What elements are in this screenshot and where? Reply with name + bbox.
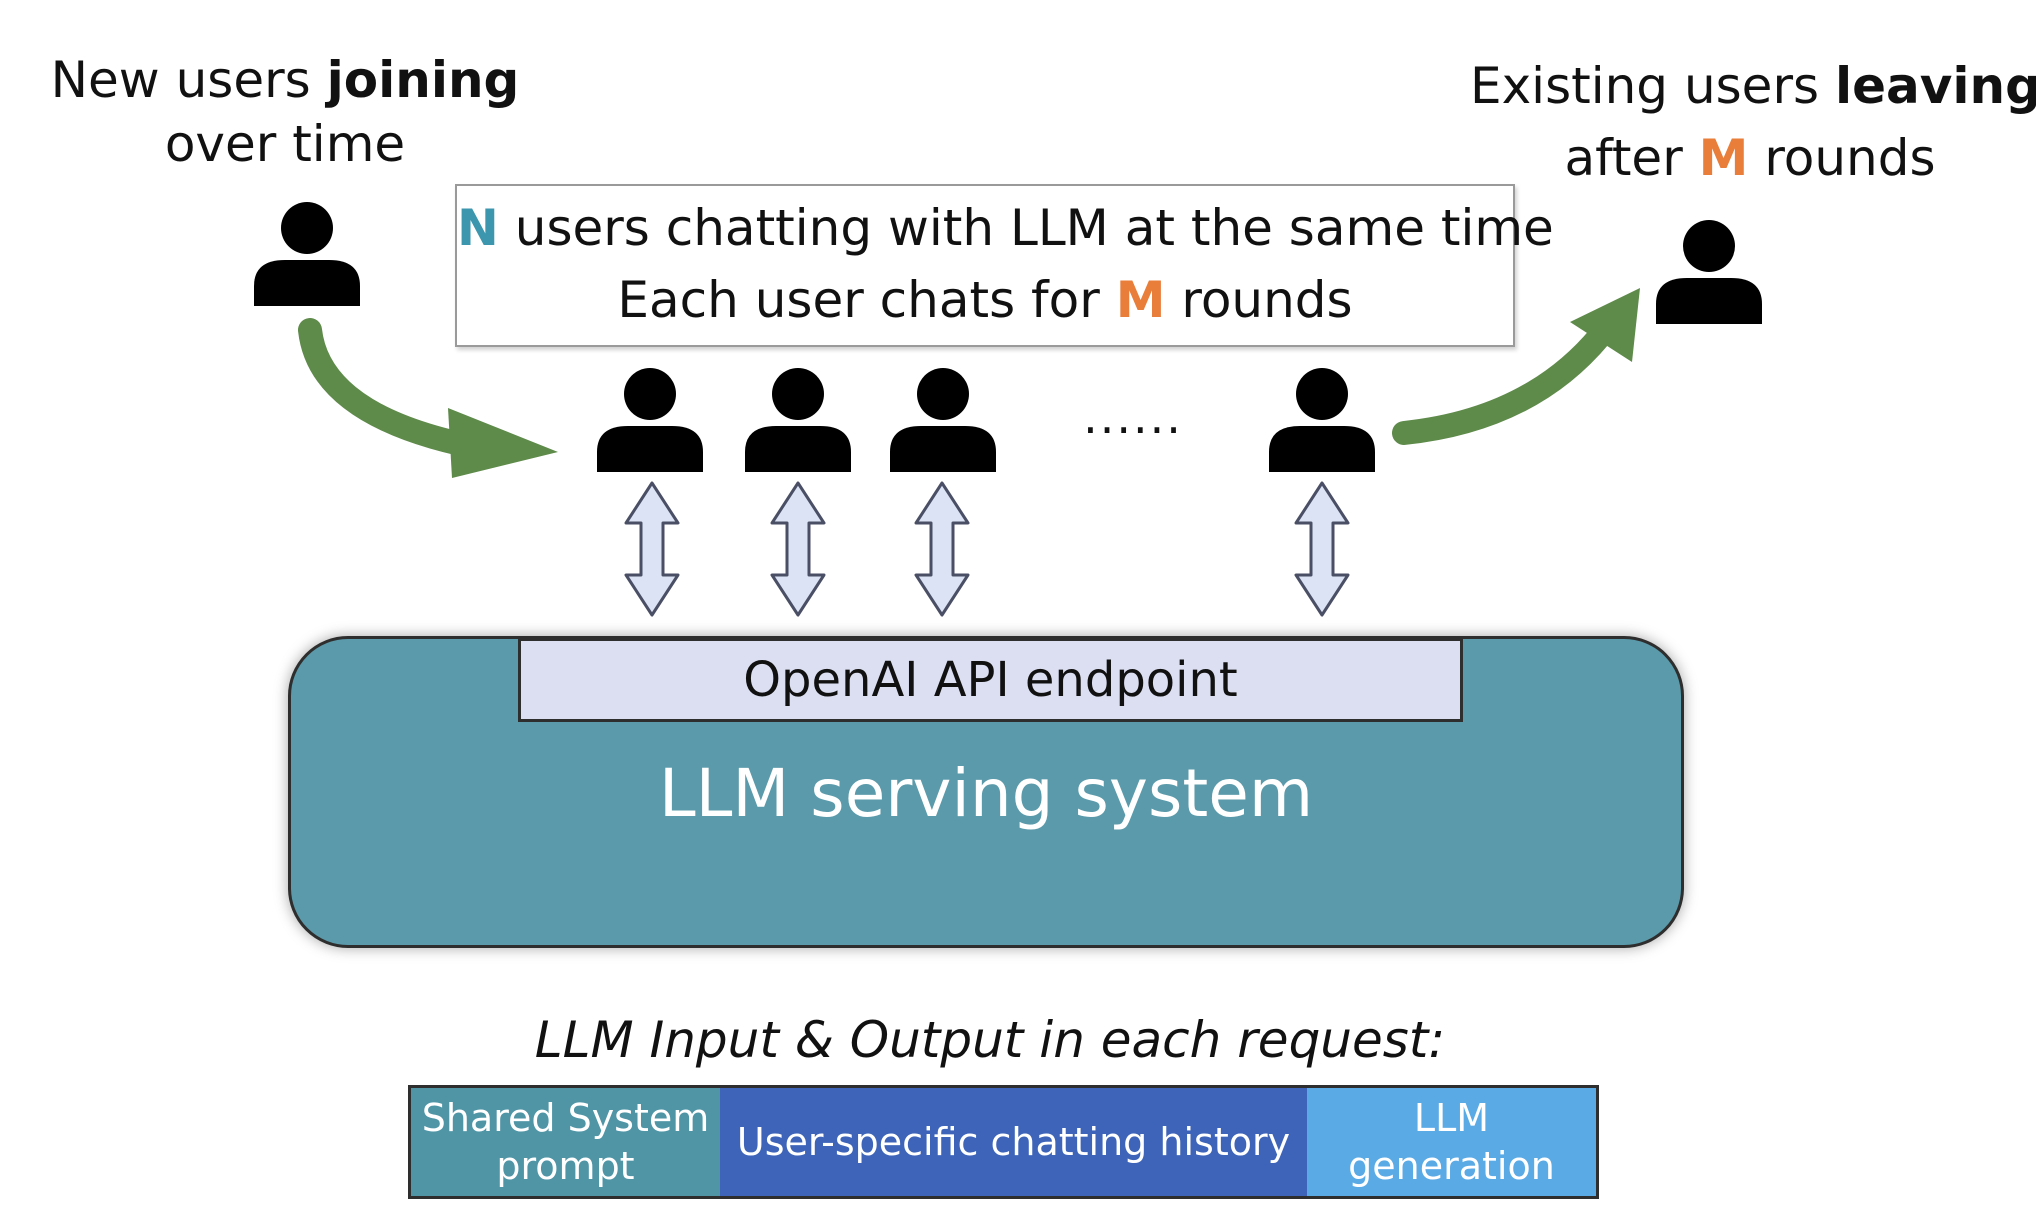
leaving-bold: leaving (1834, 57, 2036, 115)
segment-system-prompt: Shared System prompt (408, 1085, 723, 1199)
info-line-2-pre: Each user chats for (617, 271, 1116, 329)
double-arrow-icon-1 (624, 481, 680, 617)
curved-arrow-in-icon (298, 318, 558, 478)
double-arrow-icon-4 (1294, 481, 1350, 617)
segment-llm-generation: LLM generation (1307, 1085, 1599, 1199)
info-box: N users chatting with LLM at the same ti… (455, 184, 1554, 347)
joining-bold: joining (326, 51, 520, 109)
joining-user-icon (254, 202, 360, 306)
api-endpoint-box: OpenAI API endpoint (518, 638, 1463, 722)
joining-caption-text: New users (50, 51, 327, 109)
info-line-2: Each user chats for M rounds (457, 268, 1513, 332)
curved-arrow-out-icon (1392, 288, 1640, 445)
joining-caption-line2: over time (164, 115, 406, 173)
leaving-user-icon (1656, 220, 1762, 324)
io-title: LLM Input & Output in each request: (534, 1011, 1446, 1069)
n-label: N (457, 199, 499, 257)
chat-user-icon-4 (1269, 368, 1375, 472)
m-label: M (1115, 271, 1166, 329)
info-line-2-post: rounds (1165, 271, 1353, 329)
leaving-caption-line2-pre: after (1564, 129, 1699, 187)
leaving-caption: Existing users leaving after M rounds (1470, 50, 2036, 194)
leaving-caption-line2-post: rounds (1748, 129, 1936, 187)
server-label: LLM serving system (658, 755, 1314, 832)
double-arrow-icon-3 (914, 481, 970, 617)
double-arrow-icon-2 (770, 481, 826, 617)
joining-caption: New users joining over time (40, 48, 530, 176)
info-line-1: N users chatting with LLM at the same ti… (457, 196, 1554, 260)
segment-chat-history: User-specific chatting history (720, 1085, 1310, 1199)
chat-user-icon-3 (890, 368, 996, 472)
chat-user-icon-2 (745, 368, 851, 472)
ellipsis: ...... (1083, 390, 1183, 444)
info-line-1-text: users chatting with LLM at the same time (498, 199, 1554, 257)
leaving-m-label: M (1698, 129, 1749, 187)
leaving-caption-text: Existing users (1470, 57, 1835, 115)
chat-user-icon-1 (597, 368, 703, 472)
